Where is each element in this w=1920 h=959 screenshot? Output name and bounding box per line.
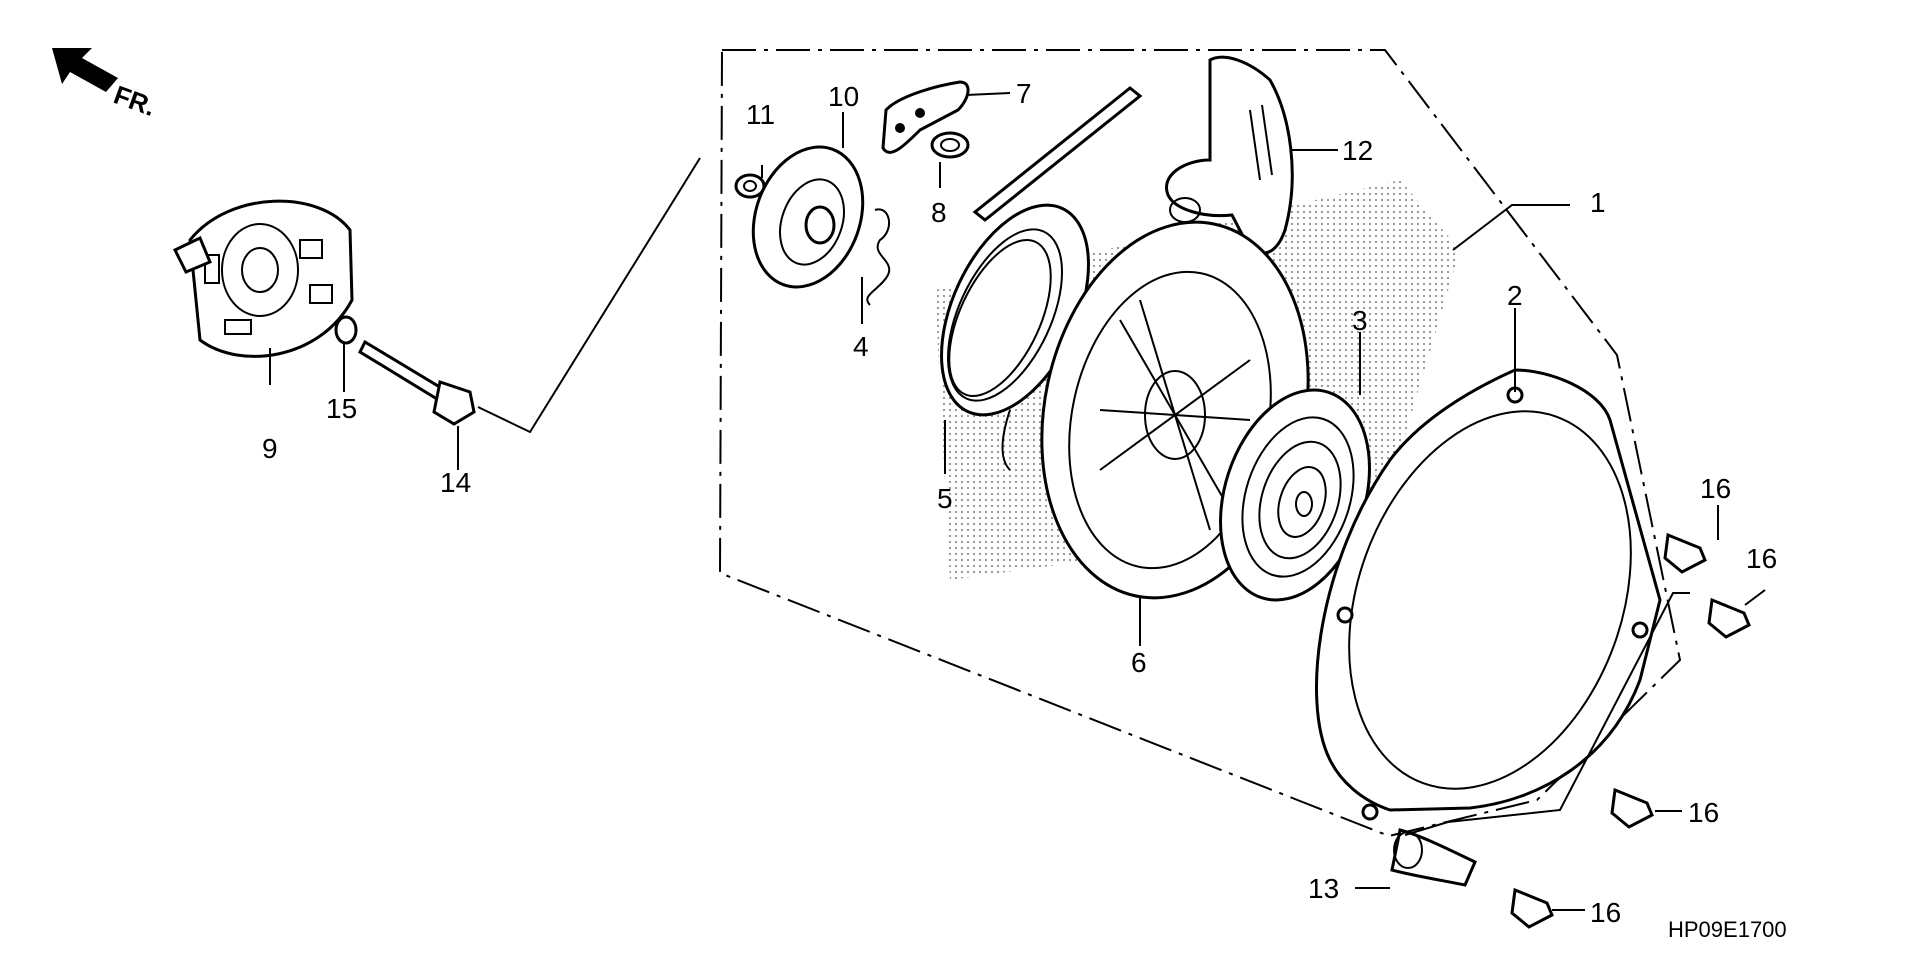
long-bolt-part: [358, 339, 476, 426]
washer-part: [334, 315, 358, 345]
callout-16: 16: [1590, 897, 1621, 928]
collar-part: [930, 131, 970, 159]
callout-16: 16: [1700, 473, 1731, 504]
callout-5: 5: [937, 483, 953, 514]
rope-guide-part: [1390, 828, 1477, 887]
spring-clip-part: [866, 208, 891, 306]
recoil-spring-part: [1219, 388, 1371, 602]
leader-lines: [269, 92, 1766, 911]
callout-15: 15: [326, 393, 357, 424]
callout-1: 1: [1590, 187, 1606, 218]
callout-12: 12: [1342, 135, 1373, 166]
callout-16: 16: [1746, 543, 1777, 574]
friction-plate-part: [751, 145, 865, 289]
callout-labels: 1 2 3 4 5 6 7 8 9 10 11 12 13 14 15 16 1…: [262, 78, 1777, 928]
ratchet-part: [881, 80, 970, 154]
front-direction-label: FR.: [110, 79, 160, 122]
starter-grip-part: [1165, 55, 1294, 255]
nut-part: [734, 173, 766, 199]
starter-pulley-part: [172, 199, 354, 358]
callout-2: 2: [1507, 280, 1523, 311]
assembly-boundary: [718, 49, 1682, 838]
callout-11: 11: [746, 99, 775, 130]
front-arrow-icon: FR.: [52, 48, 160, 122]
callout-10: 10: [828, 81, 859, 112]
callout-13: 13: [1308, 873, 1339, 904]
callout-3: 3: [1352, 305, 1368, 336]
callout-16: 16: [1688, 797, 1719, 828]
callout-8: 8: [931, 197, 947, 228]
callout-4: 4: [853, 331, 869, 362]
callout-14: 14: [440, 467, 471, 498]
callout-7: 7: [1016, 78, 1032, 109]
diagram-code: HP09E1700: [1668, 917, 1787, 942]
callout-9: 9: [262, 433, 278, 464]
starter-case-part: [1315, 368, 1662, 821]
flange-bolt-part: [1510, 532, 1751, 929]
callout-6: 6: [1131, 647, 1147, 678]
